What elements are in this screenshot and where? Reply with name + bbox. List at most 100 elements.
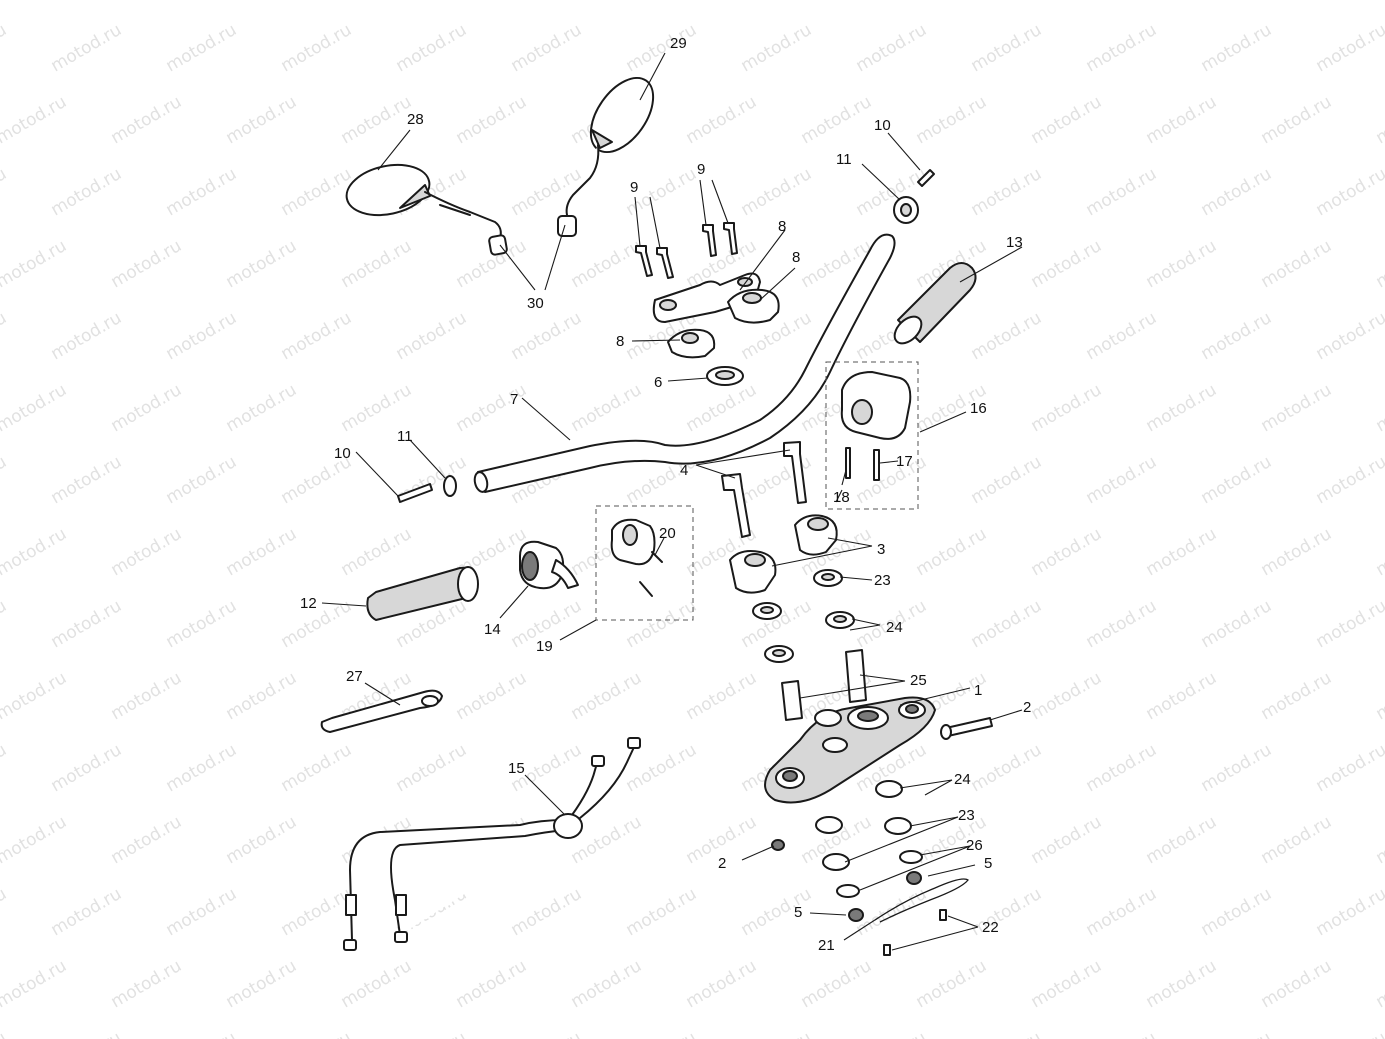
watermark-text: motod.ru	[1143, 236, 1221, 292]
watermark-text: motod.ru	[1198, 596, 1276, 652]
watermark-text: motod.ru	[0, 668, 70, 724]
watermark-text: motod.ru	[0, 380, 70, 436]
watermark-text: motod.ru	[1028, 0, 1106, 4]
callout-5-right: 5	[984, 855, 992, 872]
callout-22: 22	[982, 919, 999, 936]
watermark-text: motod.ru	[48, 740, 126, 796]
watermark-text: motod.ru	[508, 20, 586, 76]
callout-30: 30	[527, 295, 544, 312]
callout-11-left: 11	[397, 428, 413, 445]
callout-11-right: 11	[836, 151, 852, 168]
watermark-text: motod.ru	[1313, 1028, 1385, 1039]
watermark-text: motod.ru	[1373, 524, 1385, 580]
watermark-text: motod.ru	[278, 308, 356, 364]
callout-13: 13	[1006, 234, 1023, 251]
watermark-text: motod.ru	[0, 20, 10, 76]
watermark-text: motod.ru	[0, 452, 10, 508]
watermark-text: motod.ru	[1373, 92, 1385, 148]
watermark-text: motod.ru	[48, 20, 126, 76]
rubber-washer	[706, 366, 744, 386]
watermark-text: motod.ru	[1258, 812, 1336, 868]
callout-26: 26	[966, 837, 983, 854]
watermark-text: motod.ru	[738, 884, 816, 940]
watermark-text: motod.ru	[108, 92, 186, 148]
watermark-text: motod.ru	[1313, 164, 1385, 220]
watermark-text: motod.ru	[738, 164, 816, 220]
watermark-text: motod.ru	[108, 380, 186, 436]
callout-18: 18	[833, 489, 850, 506]
callout-10-left: 10	[334, 445, 351, 462]
throttle-tube	[519, 540, 579, 590]
callout-1: 1	[974, 682, 982, 699]
callout-8-top: 8	[778, 218, 786, 235]
watermark-text: motod.ru	[798, 92, 876, 148]
watermark-text: motod.ru	[1028, 812, 1106, 868]
callout-2-right: 2	[1023, 699, 1031, 716]
watermark-text: motod.ru	[163, 452, 241, 508]
watermark-text: motod.ru	[1143, 956, 1221, 1012]
watermark-text: motod.ru	[453, 668, 531, 724]
watermark-text: motod.ru	[1198, 20, 1276, 76]
watermark-text: motod.ru	[683, 92, 761, 148]
watermark-text: motod.ru	[223, 236, 301, 292]
watermark-text: motod.ru	[568, 0, 646, 4]
switch-right	[825, 361, 919, 510]
upper-rubbers	[752, 569, 855, 663]
watermark-text: motod.ru	[223, 380, 301, 436]
watermark-text: motod.ru	[48, 164, 126, 220]
watermark-text: motod.ru	[508, 1028, 586, 1039]
callout-12: 12	[300, 595, 317, 612]
watermark-text: motod.ru	[48, 308, 126, 364]
watermark-text: motod.ru	[1373, 0, 1385, 4]
watermark-text: motod.ru	[1143, 380, 1221, 436]
watermark-text: motod.ru	[223, 668, 301, 724]
watermark-text: motod.ru	[163, 1028, 241, 1039]
watermark-text: motod.ru	[623, 1028, 701, 1039]
watermark-text: motod.ru	[1313, 20, 1385, 76]
watermark-text: motod.ru	[278, 884, 356, 940]
watermark-text: motod.ru	[1313, 308, 1385, 364]
throttle-cables	[343, 737, 641, 951]
watermark-text: motod.ru	[0, 236, 70, 292]
watermark-text: motod.ru	[0, 884, 10, 940]
watermark-text: motod.ru	[853, 20, 931, 76]
watermark-text: motod.ru	[1143, 524, 1221, 580]
callout-3: 3	[877, 541, 885, 558]
watermark-text: motod.ru	[108, 236, 186, 292]
watermark-text: motod.ru	[278, 20, 356, 76]
watermark-text: motod.ru	[1083, 308, 1161, 364]
watermark-text: motod.ru	[0, 308, 10, 364]
watermark-text: motod.ru	[338, 524, 416, 580]
watermark-text: motod.ru	[968, 452, 1046, 508]
watermark-text: motod.ru	[338, 92, 416, 148]
watermark-text: motod.ru	[968, 596, 1046, 652]
callout-5-left: 5	[794, 904, 802, 921]
grip-left	[366, 566, 479, 621]
callout-8-low: 8	[616, 333, 624, 350]
watermark-text: motod.ru	[1143, 92, 1221, 148]
riser-bolts	[721, 441, 807, 538]
watermark-text: motod.ru	[0, 956, 70, 1012]
watermark-text: motod.ru	[1258, 668, 1336, 724]
watermark-text: motod.ru	[1198, 884, 1276, 940]
watermark-text: motod.ru	[48, 1028, 126, 1039]
watermark-text: motod.ru	[48, 452, 126, 508]
upper-clamps	[652, 272, 780, 359]
watermark-text: motod.ru	[913, 956, 991, 1012]
callout-numbers: 29 28 30 9 9 8 8 8 6 7 10 11 13 16 17 18…	[300, 35, 1031, 954]
callout-27: 27	[346, 668, 363, 685]
watermark-text: motod.ru	[108, 524, 186, 580]
watermark-text: motod.ru	[393, 740, 471, 796]
callout-8-mid: 8	[792, 249, 800, 266]
watermark-text: motod.ru	[0, 812, 70, 868]
bar-end-left	[397, 475, 457, 503]
watermark-text: motod.ru	[1083, 740, 1161, 796]
watermark-text: motod.ru	[508, 308, 586, 364]
watermark-text: motod.ru	[913, 92, 991, 148]
watermark-text: motod.ru	[1258, 380, 1336, 436]
watermark-text: motod.ru	[163, 884, 241, 940]
watermark-text: motod.ru	[223, 812, 301, 868]
callout-6: 6	[654, 374, 662, 391]
callout-23-low: 23	[958, 807, 975, 824]
callout-29: 29	[670, 35, 687, 52]
